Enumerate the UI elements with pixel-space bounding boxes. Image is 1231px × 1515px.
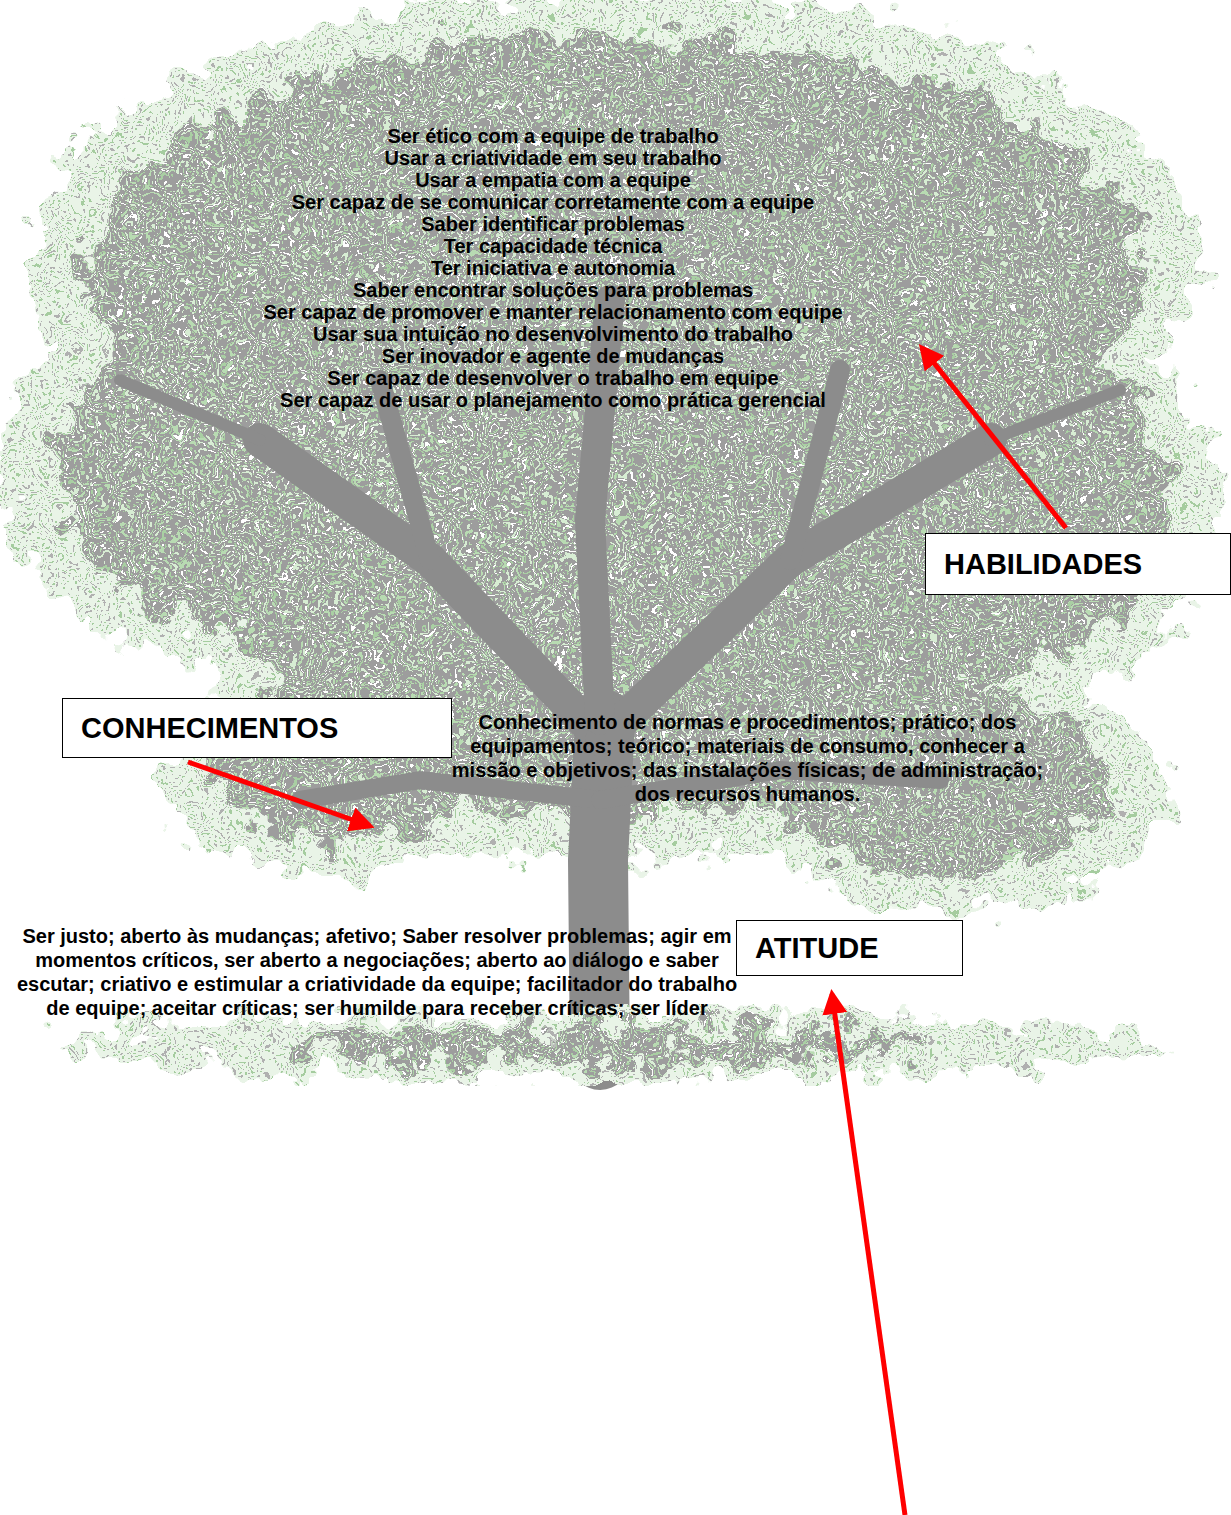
leader-arrow: [832, 994, 905, 1515]
attitude-text: Ser justo; aberto às mudanças; afetivo; …: [16, 924, 738, 1020]
box-label: HABILIDADES: [926, 547, 1160, 581]
skill-item: Usar a criatividade em seu trabalho: [208, 147, 898, 169]
attitude-box: ATITUDE: [736, 920, 963, 976]
skill-item: Usar sua intuição no desenvolvimento do …: [208, 323, 898, 345]
box-label: ATITUDE: [737, 931, 897, 965]
skills-box: HABILIDADES: [925, 533, 1231, 595]
skill-item: Ser capaz de promover e manter relaciona…: [208, 301, 898, 323]
skill-item: Ser inovador e agente de mudanças: [208, 345, 898, 367]
skill-item: Saber encontrar soluções para problemas: [208, 279, 898, 301]
leader-arrow: [188, 762, 370, 826]
skill-item: Ser capaz de usar o planejamento como pr…: [208, 389, 898, 411]
skill-item: Ter capacidade técnica: [208, 235, 898, 257]
skill-item: Ser capaz de se comunicar corretamente c…: [208, 191, 898, 213]
skill-item: Ser ético com a equipe de trabalho: [208, 125, 898, 147]
skill-item: Ter iniciativa e autonomia: [208, 257, 898, 279]
knowledge-text: Conhecimento de normas e procedimentos; …: [440, 710, 1055, 806]
knowledge-box: CONHECIMENTOS: [62, 698, 452, 758]
skill-item: Ser capaz de desenvolver o trabalho em e…: [208, 367, 898, 389]
skills-list: Ser ético com a equipe de trabalhoUsar a…: [183, 125, 923, 411]
box-label: CONHECIMENTOS: [63, 711, 356, 745]
skill-item: Saber identificar problemas: [208, 213, 898, 235]
skill-item: Usar a empatia com a equipe: [208, 169, 898, 191]
leader-arrow: [922, 348, 1066, 528]
